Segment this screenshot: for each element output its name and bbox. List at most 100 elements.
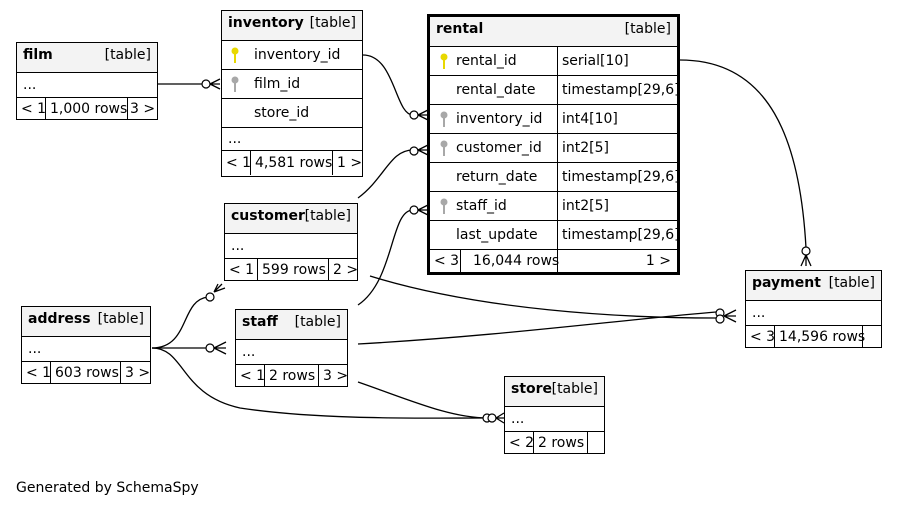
table-header: staff [table] (236, 310, 347, 340)
column-row[interactable]: store_id (222, 99, 362, 128)
table-kind: [table] (97, 311, 144, 327)
table-header: store [table] (505, 377, 604, 407)
column-name: store_id (254, 105, 310, 121)
edge-marker (205, 343, 215, 353)
table-kind: [table] (624, 21, 671, 37)
row-count: 603 rows (50, 362, 119, 384)
edge-customer-payment (369, 275, 717, 319)
table-customer[interactable]: customer [table] ... < 1 599 rows 2 > (224, 203, 358, 281)
edge-marker (487, 413, 497, 423)
column-name: last_update (456, 227, 538, 243)
foreign-key-icon (440, 111, 448, 127)
column-row[interactable]: inventory_id int4[10] (430, 105, 677, 134)
ellipsis: ... (23, 77, 37, 93)
column-name: film_id (254, 76, 301, 92)
column-name: inventory_id (456, 111, 543, 127)
next-count[interactable]: 2 > (328, 259, 358, 281)
column-name: customer_id (456, 140, 542, 156)
next-count[interactable] (862, 326, 867, 348)
column-type: int2[5] (557, 134, 677, 162)
edge-marker (201, 79, 211, 89)
edge-address-customer (151, 296, 209, 349)
footer-row: < 3 16,044 rows 1 > (430, 250, 677, 272)
table-header: inventory [table] (222, 11, 362, 41)
row-count: 14,596 rows (774, 326, 865, 348)
column-type: timestamp[29,6] (557, 76, 680, 104)
row-count: 599 rows (257, 259, 326, 281)
column-row[interactable]: film_id (222, 70, 362, 99)
next-count[interactable] (587, 432, 592, 454)
footer-row: < 1 4,581 rows 1 > (222, 151, 362, 175)
prev-count[interactable]: < 2 (509, 435, 535, 451)
footer-row: < 1 599 rows 2 > (225, 259, 358, 281)
columns-row: ... (22, 337, 150, 362)
columns-row: ... (505, 407, 604, 432)
table-staff[interactable]: staff [table] ... < 1 2 rows 3 > (235, 309, 348, 387)
column-row[interactable]: inventory_id (222, 41, 362, 70)
foreign-key-icon (440, 140, 448, 156)
edge-staff-store (357, 381, 489, 419)
next-count[interactable]: 1 > (332, 151, 362, 175)
ellipsis: ... (511, 411, 525, 427)
table-kind: [table] (304, 208, 351, 224)
edge-marker (205, 292, 215, 302)
generated-by-footer: Generated by SchemaSpy (16, 480, 199, 496)
prev-count[interactable]: < 1 (240, 368, 266, 384)
table-header: film [table] (17, 43, 157, 73)
table-kind: [table] (828, 275, 875, 291)
edge-crowfoot (213, 283, 226, 293)
column-row[interactable]: rental_date timestamp[29,6] (430, 76, 680, 105)
table-header: customer [table] (225, 204, 357, 234)
prev-count[interactable]: < 3 (750, 329, 776, 345)
prev-count[interactable]: < 1 (21, 101, 47, 117)
ellipsis: ... (752, 305, 766, 321)
edge-marker (715, 314, 725, 324)
next-count[interactable]: 3 > (127, 98, 155, 120)
table-store[interactable]: store [table] ... < 2 2 rows (504, 376, 605, 454)
column-name: rental_id (456, 53, 517, 69)
row-count: 1,000 rows (45, 98, 127, 120)
table-rental[interactable]: rental [table] rental_id serial[10] rent… (427, 14, 680, 275)
edge-inventory-rental (362, 54, 414, 116)
table-payment[interactable]: payment [table] ... < 3 14,596 rows (745, 270, 882, 348)
table-kind: [table] (551, 381, 598, 397)
column-type: timestamp[29,6] (557, 163, 680, 191)
prev-count[interactable]: < 1 (226, 155, 252, 171)
column-row[interactable]: last_update timestamp[29,6] (430, 221, 680, 250)
footer-row: < 3 14,596 rows (746, 326, 881, 348)
prev-count[interactable]: < 1 (26, 365, 52, 381)
table-header: address [table] (22, 307, 150, 337)
column-row[interactable]: return_date timestamp[29,6] (430, 163, 680, 192)
edge-address-store (151, 347, 486, 419)
table-name: inventory (228, 15, 304, 31)
next-count[interactable]: 3 > (318, 365, 348, 387)
row-count: 4,581 rows (250, 151, 332, 175)
footer-row: < 1 1,000 rows 3 > (17, 98, 157, 120)
ellipsis: ... (228, 131, 242, 147)
table-name: payment (752, 275, 821, 291)
edge-crowfoot (417, 144, 429, 156)
column-row[interactable]: customer_id int2[5] (430, 134, 677, 163)
table-name: rental (436, 21, 484, 37)
edge-crowfoot (417, 109, 429, 121)
columns-row: ... (236, 340, 347, 365)
column-row[interactable]: staff_id int2[5] (430, 192, 677, 221)
prev-count[interactable]: < 1 (229, 262, 255, 278)
foreign-key-icon (440, 198, 448, 214)
table-address[interactable]: address [table] ... < 1 603 rows 3 > (21, 306, 151, 384)
table-name: staff (242, 314, 278, 330)
row-count: 2 rows (264, 365, 315, 387)
column-row[interactable]: rental_id serial[10] (430, 47, 677, 76)
ellipsis: ... (242, 344, 256, 360)
next-count[interactable]: 3 > (120, 362, 150, 384)
row-count: 2 rows (533, 432, 584, 454)
prev-count[interactable]: < 3 (434, 253, 460, 269)
table-kind: [table] (294, 314, 341, 330)
table-film[interactable]: film [table] ... < 1 1,000 rows 3 > (16, 42, 158, 120)
table-name: address (28, 311, 91, 327)
next-count[interactable]: 1 > (557, 250, 671, 272)
ellipsis: ... (28, 341, 42, 357)
table-inventory[interactable]: inventory [table] inventory_id film_id s… (221, 10, 363, 177)
edge-crowfoot (800, 254, 812, 267)
